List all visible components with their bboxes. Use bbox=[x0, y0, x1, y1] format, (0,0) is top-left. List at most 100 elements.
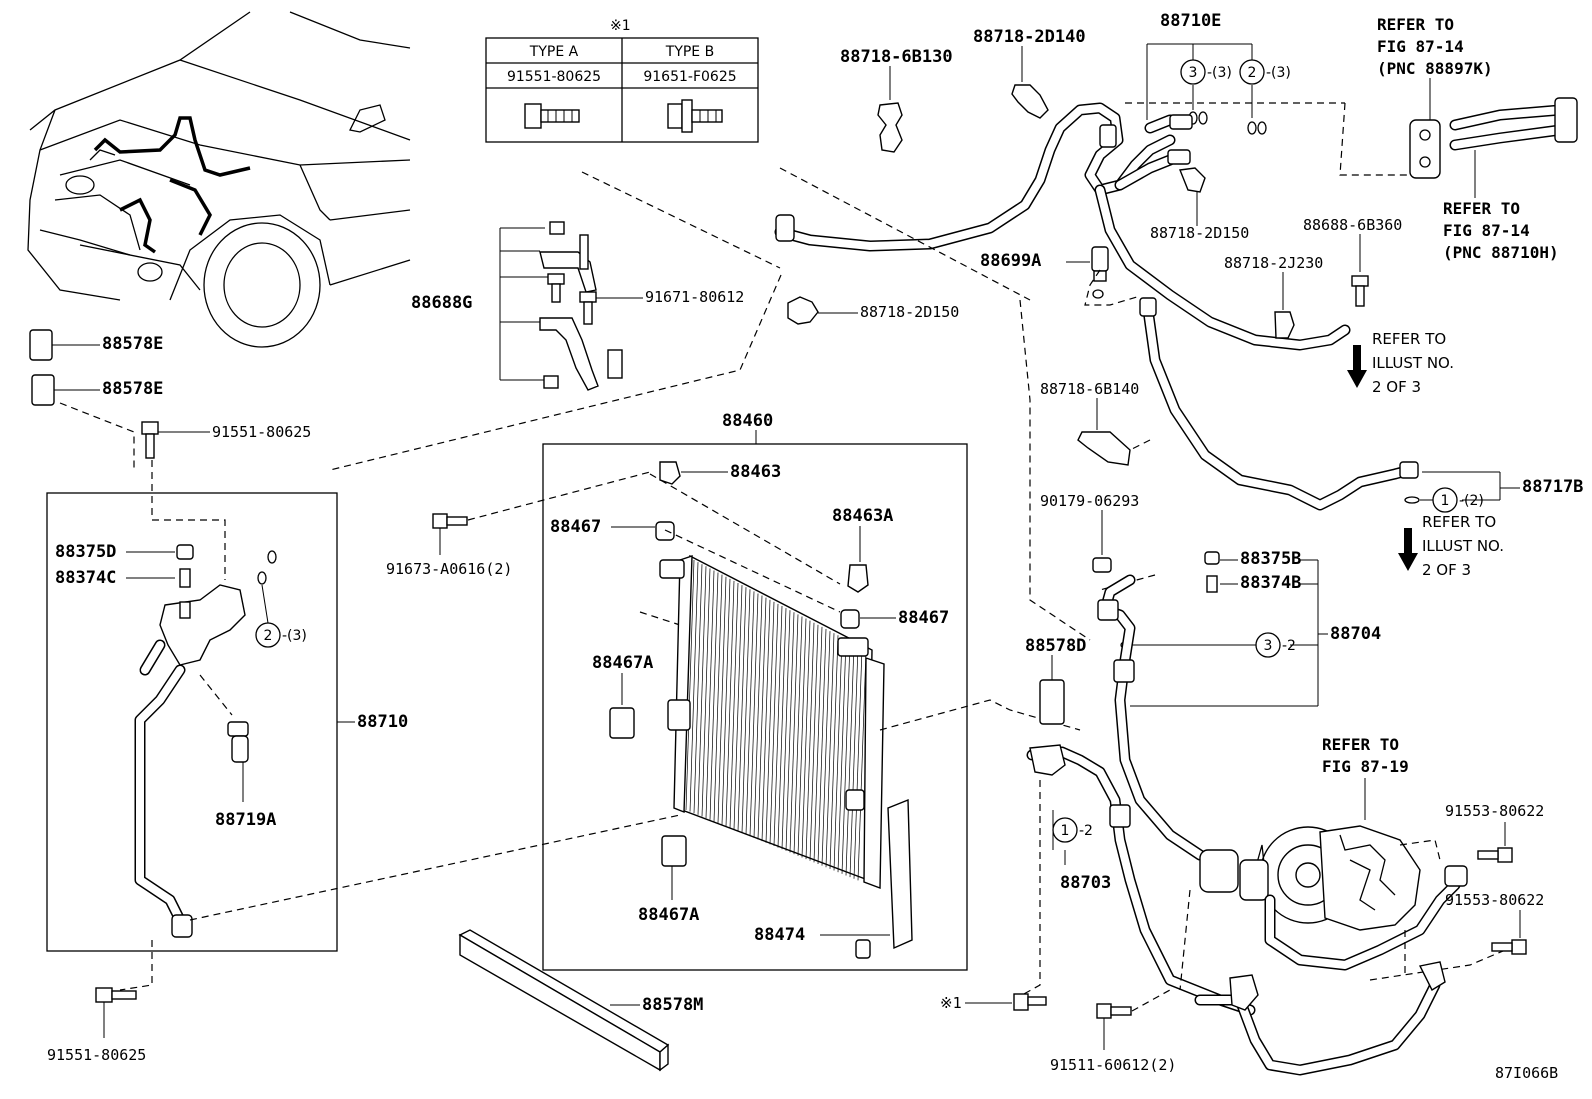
label-88460: 88460 bbox=[722, 411, 773, 431]
fin-line bbox=[845, 643, 855, 876]
line-88717B-pipe bbox=[1139, 297, 1419, 511]
fin-line bbox=[701, 568, 711, 817]
fin-line bbox=[709, 572, 719, 820]
ref-c-line2: ILLUST NO. bbox=[1372, 354, 1454, 372]
clamp-88718-2J230 bbox=[1274, 311, 1295, 339]
fin-line bbox=[761, 599, 771, 842]
label-88467A-bottom: 88467A bbox=[638, 905, 699, 925]
bracket-88463A bbox=[847, 564, 869, 593]
fin-line bbox=[749, 593, 759, 837]
label-footnote: ※1 bbox=[940, 994, 962, 1012]
label-88688-6B360: 88688-6B360 bbox=[1303, 216, 1402, 234]
label-88718-2D150-left: 88718-2D150 bbox=[860, 303, 959, 321]
vehicle-sketch bbox=[27, 11, 411, 348]
cushion-88467-right bbox=[840, 609, 860, 629]
fin-line bbox=[817, 628, 827, 865]
circle-2-top-num: 2 bbox=[1248, 65, 1257, 81]
label-88699A: 88699A bbox=[980, 251, 1041, 271]
bracket-88467A-left bbox=[609, 707, 635, 739]
fin-line bbox=[769, 603, 779, 845]
fin-line bbox=[825, 633, 835, 868]
fin-line bbox=[753, 595, 763, 838]
bracket-88463 bbox=[659, 461, 681, 485]
ref-e-line1: REFER TO bbox=[1322, 735, 1399, 754]
diagram-code: 87I066B bbox=[1495, 1064, 1558, 1082]
label-88467-right: 88467 bbox=[898, 608, 949, 628]
clamp-88718-6B130 bbox=[877, 102, 903, 153]
fin-line bbox=[805, 622, 815, 860]
fin-line bbox=[733, 585, 743, 830]
clamp-88718-2D140 bbox=[1011, 84, 1049, 119]
circle-1-low-qty: -2 bbox=[1079, 823, 1093, 839]
bolt-type-b-icon bbox=[667, 99, 723, 133]
pipe-88710E bbox=[774, 102, 1351, 351]
label-90179-06293: 90179-06293 bbox=[1040, 492, 1139, 510]
label-88374B: 88374B bbox=[1240, 573, 1301, 593]
group-88460: 88463 88467 88463A 88467 88467A 88467A bbox=[550, 461, 949, 959]
bolt-91551-80625-top bbox=[141, 421, 159, 459]
circled-top: 3 -(3) 2 -(3) bbox=[1180, 59, 1291, 135]
bolt-91511-60612: 91511-60612(2) bbox=[1050, 989, 1176, 1074]
fin-line bbox=[745, 591, 755, 835]
label-91553-80622-a: 91553-80622 bbox=[1445, 802, 1544, 820]
label-88467A-left: 88467A bbox=[592, 653, 653, 673]
ref-c-line1: REFER TO bbox=[1372, 330, 1446, 348]
bolt-91553-80622-bottom: 91553-80622 bbox=[1445, 891, 1544, 955]
fin-line bbox=[793, 616, 803, 855]
ref-d-line3: 2 OF 3 bbox=[1422, 561, 1471, 579]
fin-line bbox=[697, 566, 707, 815]
valve-block bbox=[159, 584, 246, 666]
type-table-mark: ※1 bbox=[610, 18, 631, 34]
label-88718-2D140: 88718-2D140 bbox=[973, 27, 1086, 47]
fin-line bbox=[773, 605, 783, 847]
fin-line bbox=[833, 637, 843, 871]
label-88710E: 88710E bbox=[1160, 11, 1221, 31]
type-a-part-number: 91551-80625 bbox=[507, 69, 601, 85]
fin-line bbox=[841, 641, 851, 874]
label-88375D: 88375D bbox=[55, 542, 116, 562]
cushion-88467-top bbox=[655, 521, 675, 541]
label-88578M: 88578M bbox=[642, 995, 703, 1015]
clamp-88718-2D150 bbox=[787, 167, 1206, 325]
ref-d-line2: ILLUST NO. bbox=[1422, 537, 1504, 555]
fin-line bbox=[713, 574, 723, 822]
group-88718-6B140: 88718-6B140 bbox=[1040, 380, 1139, 466]
fin-line bbox=[685, 559, 695, 811]
bracket-88578E bbox=[31, 374, 55, 406]
fin-line bbox=[781, 610, 791, 850]
fin-line bbox=[725, 580, 735, 827]
fin-line bbox=[705, 570, 715, 819]
fin-line bbox=[813, 626, 823, 863]
footnote-bolt: ※1 bbox=[940, 993, 1047, 1012]
receiver-88474 bbox=[887, 798, 913, 950]
label-88463: 88463 bbox=[730, 462, 781, 482]
circle-3-top-qty: -(3) bbox=[1207, 65, 1232, 81]
circle-3-mid-qty: -2 bbox=[1282, 638, 1296, 654]
labels-top: 88718-6B130 88718-2D140 88710E 88688G 91… bbox=[411, 11, 1402, 321]
evap-tube-assembly bbox=[1409, 97, 1578, 179]
label-88578E-1: 88578E bbox=[102, 334, 163, 354]
bumper-88578M: 88578M bbox=[458, 929, 703, 1072]
label-88718-6B140: 88718-6B140 bbox=[1040, 380, 1139, 398]
label-91671-80612: 91671-80612 bbox=[645, 288, 744, 306]
fin-line bbox=[721, 578, 731, 825]
type-b-header: TYPE B bbox=[665, 44, 714, 60]
circle-2-left-qty: -(3) bbox=[282, 628, 307, 644]
leader-lines-top bbox=[499, 43, 1361, 381]
ref-a-line2: FIG 87-14 bbox=[1377, 37, 1464, 56]
fin-line bbox=[857, 649, 867, 881]
fin-line bbox=[849, 645, 859, 878]
ref-d-line1: REFER TO bbox=[1422, 513, 1496, 531]
hose-88704 bbox=[1097, 574, 1239, 893]
label-88463A: 88463A bbox=[832, 506, 893, 526]
label-88578D: 88578D bbox=[1025, 636, 1086, 656]
group-90179: 90179-06293 bbox=[1040, 492, 1139, 573]
label-88704: 88704 bbox=[1330, 624, 1381, 644]
cap-88375D bbox=[176, 544, 194, 560]
circle-1-right-num: 1 bbox=[1441, 493, 1450, 509]
type-table: ※1 TYPE A TYPE B 91551-80625 91651-F0625 bbox=[485, 18, 759, 143]
pipe-joint bbox=[775, 214, 795, 242]
fin-line bbox=[757, 597, 767, 840]
bracket-88578E bbox=[29, 329, 53, 361]
